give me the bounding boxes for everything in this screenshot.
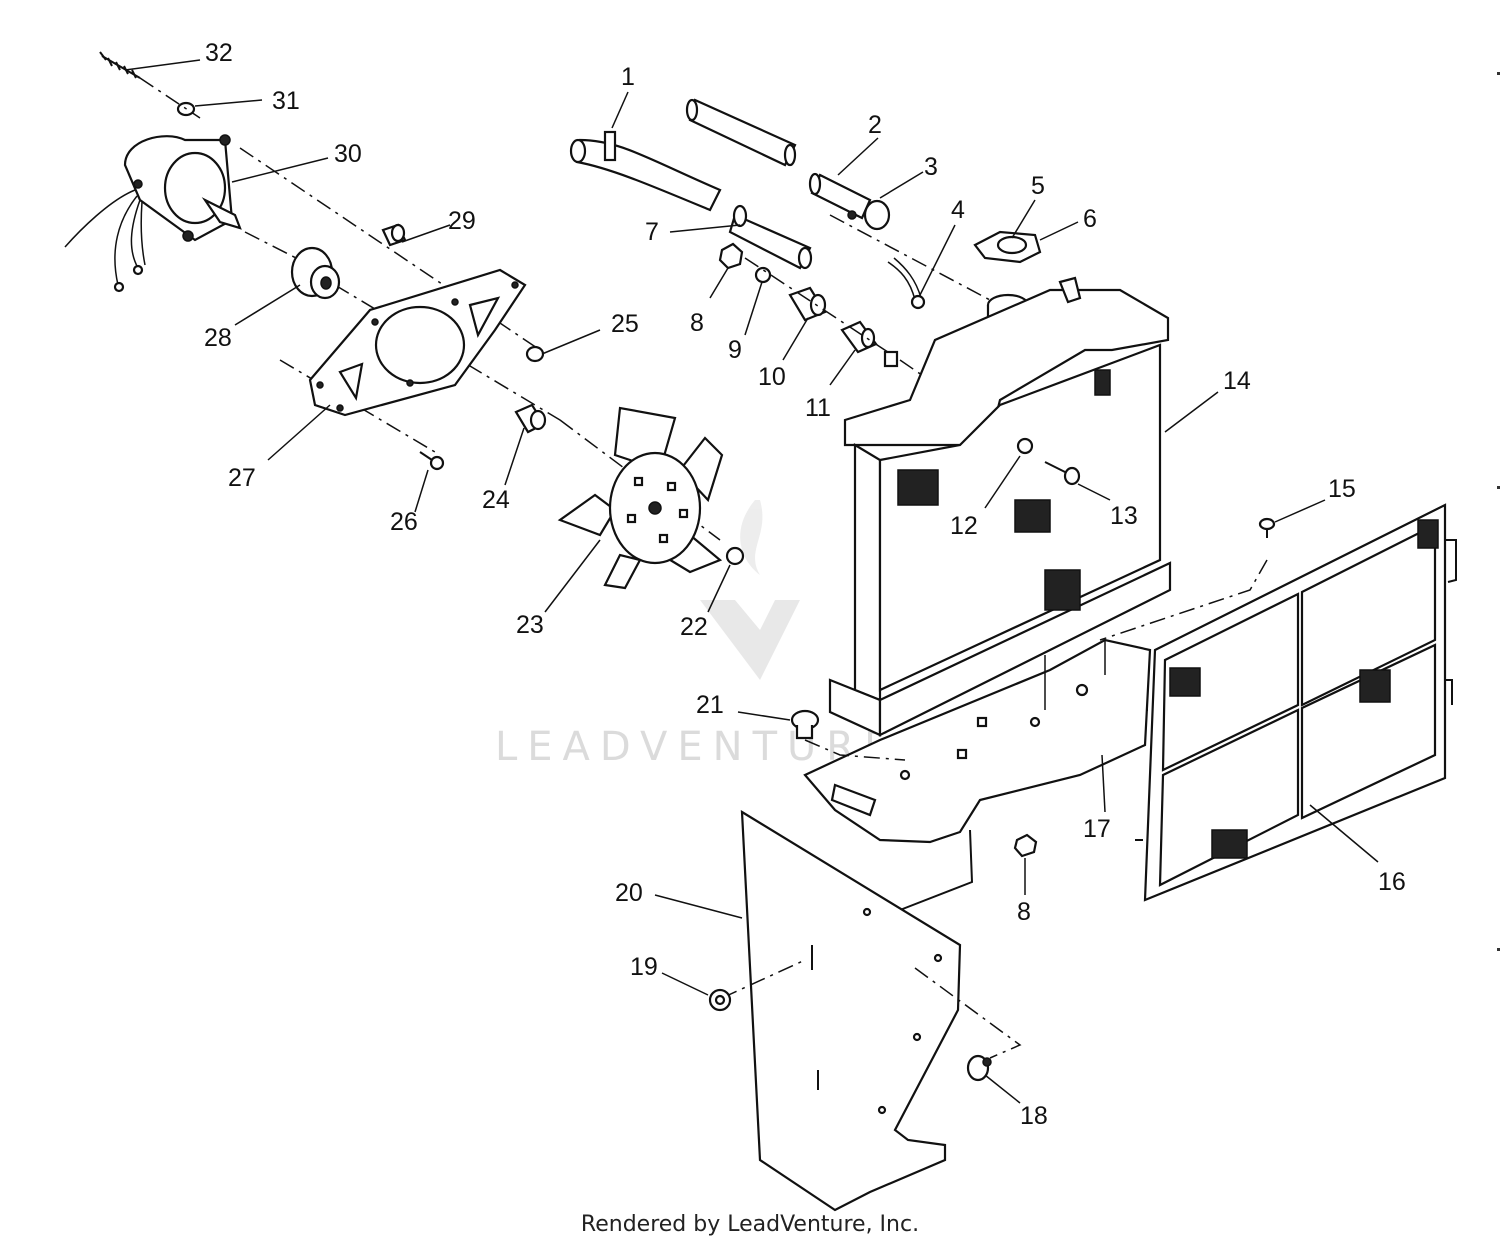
part-13-bolt — [1044, 461, 1081, 486]
part-7-hose — [728, 204, 813, 270]
callout-19: 19 — [630, 953, 658, 981]
callout-24: 24 — [482, 486, 510, 514]
callout-8-lower: 8 — [1017, 898, 1031, 926]
callout-14: 14 — [1223, 367, 1251, 395]
callout-23: 23 — [516, 611, 544, 639]
callout-12: 12 — [950, 512, 978, 540]
part-9-washer — [754, 266, 772, 284]
part-14-radiator — [828, 276, 1172, 737]
part-3-clamp — [863, 199, 891, 231]
callout-15: 15 — [1328, 475, 1356, 503]
part-2-hose-section — [685, 98, 872, 220]
part-20-side-panel — [721, 809, 1022, 1212]
part-10-bushing — [788, 286, 827, 322]
part-19-washer — [708, 988, 732, 1012]
footer-credit: Rendered by LeadVenture, Inc. — [580, 1212, 920, 1237]
part-25-nut — [525, 345, 545, 363]
callout-16: 16 — [1378, 868, 1406, 896]
part-12-washer — [1016, 437, 1034, 455]
part-4-overflow-hose — [887, 257, 926, 310]
leader-lines — [124, 59, 1379, 1104]
part-11-spacer — [840, 320, 878, 354]
watermark: LEADVENTURE — [495, 500, 899, 770]
callout-8: 8 — [690, 309, 704, 337]
part-3-clamp-screw — [847, 210, 857, 220]
part-drawings — [64, 51, 1457, 1212]
callout-4: 4 — [951, 196, 965, 224]
callout-13: 13 — [1110, 502, 1138, 530]
callout-9: 9 — [728, 336, 742, 364]
callout-28: 28 — [204, 324, 232, 352]
callout-29: 29 — [448, 207, 476, 235]
part-15-screw — [1258, 517, 1276, 538]
callout-10: 10 — [758, 363, 786, 391]
part-8-nut — [718, 242, 744, 270]
callout-20: 20 — [615, 879, 643, 907]
watermark-logo-icon — [700, 600, 800, 680]
callout-3: 3 — [924, 153, 938, 181]
callout-11: 11 — [805, 394, 831, 422]
edge-mark — [1497, 948, 1500, 951]
callout-26: 26 — [390, 508, 418, 536]
part-18-fastener — [966, 1054, 992, 1082]
watermark-flame-icon — [740, 500, 763, 575]
callout-2: 2 — [868, 111, 882, 139]
part-28-hub — [290, 246, 341, 300]
callout-17: 17 — [1083, 815, 1111, 843]
callout-1: 1 — [621, 63, 635, 91]
callout-18: 18 — [1020, 1102, 1048, 1130]
callout-25: 25 — [611, 310, 639, 338]
callout-27: 27 — [228, 464, 256, 492]
part-22-nut — [725, 546, 745, 566]
part-29-spacer — [381, 223, 407, 247]
callout-21: 21 — [696, 691, 724, 719]
edge-mark — [1497, 486, 1500, 489]
part-1-upper-hose — [569, 130, 722, 212]
watermark-text: LEADVENTURE — [495, 724, 899, 770]
part-26-screw — [419, 451, 445, 471]
part-23-fan-blade — [557, 406, 724, 590]
part-16-screen — [1135, 503, 1457, 902]
part-17-shroud-base — [803, 638, 1152, 911]
callout-22: 22 — [680, 613, 708, 641]
part-8-lower-nut — [1013, 833, 1038, 858]
edge-mark — [1497, 72, 1500, 75]
part-24-spacer — [514, 403, 547, 434]
part-27-bracket — [308, 268, 527, 417]
part-32-bolt — [99, 51, 141, 79]
callout-30: 30 — [334, 140, 362, 168]
callout-7: 7 — [645, 218, 659, 246]
part-21-grommet — [790, 709, 820, 740]
callout-6: 6 — [1083, 205, 1097, 233]
callout-31: 31 — [272, 87, 300, 115]
part-30-fan-motor — [64, 134, 242, 293]
callout-labels: 32 31 30 29 28 27 26 25 24 23 22 1 2 3 4… — [204, 39, 1406, 1130]
callout-5: 5 — [1031, 172, 1045, 200]
callout-32: 32 — [205, 39, 233, 67]
